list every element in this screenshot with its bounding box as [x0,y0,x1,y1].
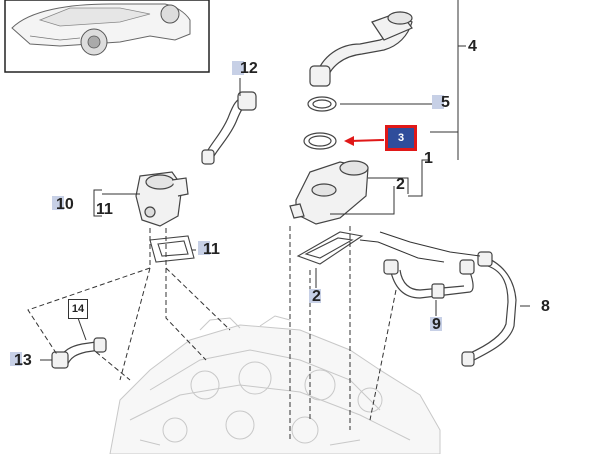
callout-3-selected[interactable]: 3 [385,125,417,151]
pipe-4 [309,11,413,87]
engine-block [109,315,441,454]
callout-14: 14 [68,299,88,319]
tag-2 [309,289,321,303]
hose-8 [461,251,517,367]
callout-8: 8 [541,298,550,315]
callout-1: 1 [424,150,433,167]
pointer-arrow [344,136,385,146]
callout-10: 10 [56,196,74,213]
tag-12 [232,61,244,75]
hose-12 [201,91,257,165]
gasket-2 [296,231,364,265]
callout-2b: 2 [312,288,321,305]
hose-9 [383,259,475,299]
tag-10 [52,196,64,210]
callout-2a: 2 [396,176,405,193]
oil-separator-housing-1 [289,160,369,225]
callout-11b: 11 [203,241,220,258]
tag-5 [432,95,444,109]
tag-13 [10,352,22,366]
dashed-guides [27,226,397,440]
gasket-11 [149,235,195,263]
tag-9 [430,317,442,331]
leader-lines [40,0,530,361]
car-thumbnail [4,0,210,73]
callout-4: 4 [468,38,477,55]
callout-5: 5 [441,94,450,111]
valve-assembly-10 [135,171,189,227]
callout-11a: 11 [96,201,113,218]
tag-11 [198,241,210,255]
seal-ring-3 [303,132,337,150]
callout-13: 13 [14,352,32,369]
callout-9: 9 [432,316,441,333]
callout-12: 12 [240,60,258,77]
seal-ring-5 [307,96,337,112]
